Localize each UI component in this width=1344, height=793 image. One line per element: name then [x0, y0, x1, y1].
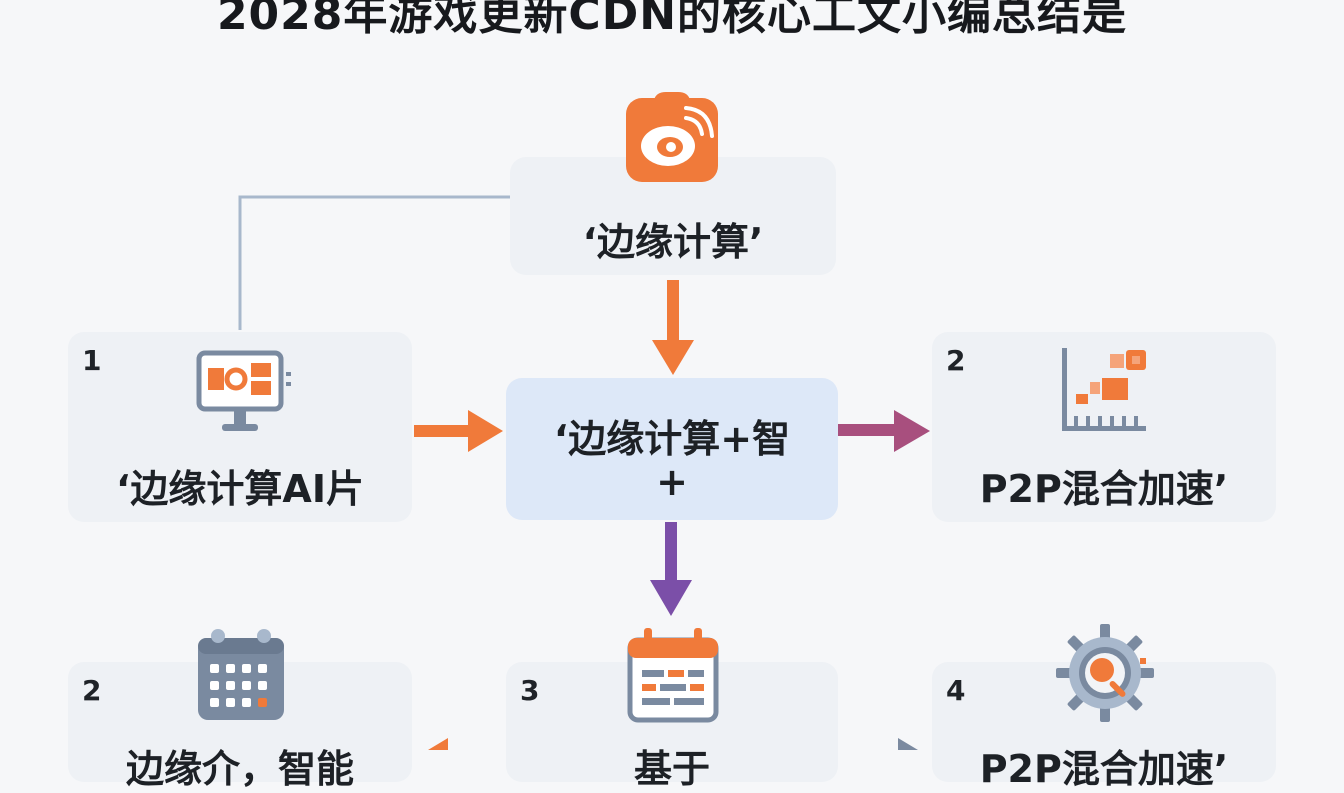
arrow-center-bottom-shaft: [665, 522, 677, 582]
schedule-icon: [626, 626, 720, 728]
node-left-label: ‘边缘计算AI片: [116, 467, 364, 511]
calendar-icon: [196, 626, 288, 728]
arrow-left-center-head: [468, 410, 503, 452]
node-center-label-line1: ‘边缘计算+智: [553, 417, 791, 461]
node-center: ‘边缘计算+智 +: [506, 378, 838, 520]
gear-search-icon: [1054, 622, 1156, 728]
arrow-bottom-right-head: [898, 738, 918, 750]
arrow-center-right-shaft: [838, 424, 896, 436]
node-center-label-line2: +: [656, 460, 688, 504]
node-bottom-left-number: 2: [82, 674, 102, 707]
node-left-number: 1: [82, 344, 102, 377]
node-top: ‘边缘计算’: [510, 157, 836, 275]
node-right-number: 2: [946, 344, 966, 377]
arrow-center-right-head: [894, 410, 930, 452]
connector-line-left-top: [238, 195, 512, 330]
node-right-label: P2P混合加速’: [979, 467, 1229, 511]
arrow-left-center-shaft: [414, 425, 470, 437]
monitor-icon: [196, 350, 292, 440]
connectors: [238, 195, 930, 750]
node-bottom-left-label: 边缘介，智能: [125, 747, 354, 791]
arrow-bottom-left-head: [428, 738, 448, 750]
node-bottom-right-number: 4: [946, 674, 966, 707]
node-bottom-right-label: P2P混合加速’: [979, 747, 1229, 791]
arrow-top-center-head: [652, 340, 694, 375]
page-title: 2028年游戏更新CDN的核心工文小编总结是: [216, 0, 1128, 40]
arrow-top-center-shaft: [667, 280, 679, 342]
arrow-center-bottom-head: [650, 580, 692, 616]
node-top-label: ‘边缘计算’: [582, 220, 764, 264]
bar-chart-icon: [1060, 346, 1152, 442]
node-bottom-center-number: 3: [520, 674, 540, 707]
node-bottom-center-label: 基于: [633, 747, 710, 791]
weibo-camera-icon: [624, 90, 720, 188]
